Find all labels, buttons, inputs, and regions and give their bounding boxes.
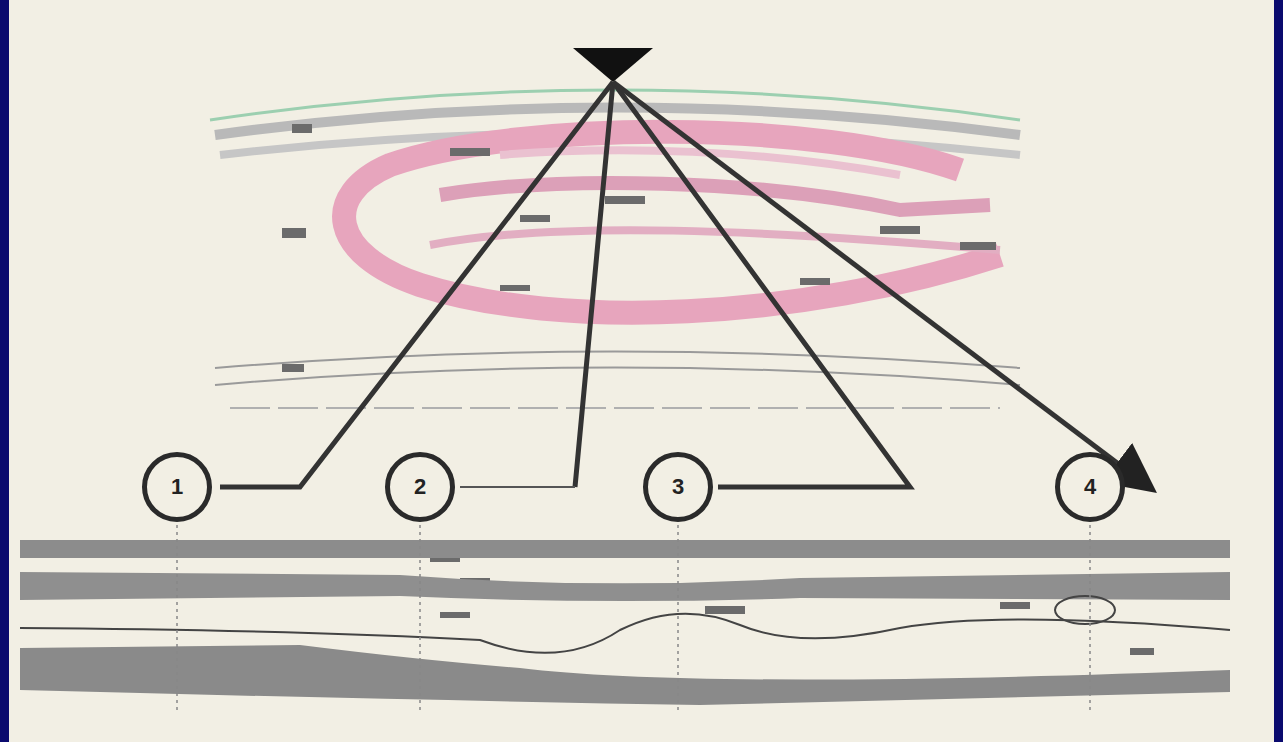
position-circle: 3 <box>643 452 713 522</box>
callout-number: 4 <box>1084 476 1096 498</box>
callout-number: 2 <box>414 476 426 498</box>
position-circle: 2 <box>385 452 455 522</box>
callout-number: 1 <box>171 476 183 498</box>
position-circle: 1 <box>142 452 212 522</box>
position-circle: 4 <box>1055 452 1125 522</box>
callout-number: 3 <box>672 476 684 498</box>
